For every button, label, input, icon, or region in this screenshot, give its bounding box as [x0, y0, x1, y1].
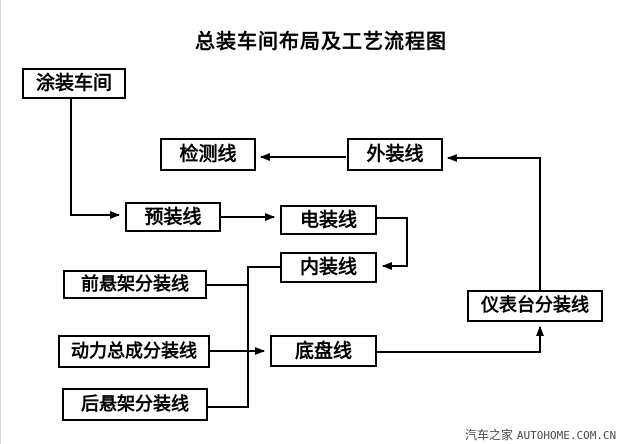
- node-label: 前悬架分装线: [81, 273, 189, 295]
- node-label: 内装线: [299, 256, 357, 278]
- node-inspection-line: 检测线: [160, 138, 256, 171]
- node-chassis-line: 底盘线: [270, 335, 377, 367]
- edge-electrical-to-interior: [377, 217, 408, 270]
- node-rear-suspension-line: 后悬架分装线: [62, 388, 208, 421]
- node-electrical-line: 电装线: [280, 205, 377, 235]
- watermark: 汽车之家 AUTOHOME.COM.CN: [465, 426, 616, 443]
- node-label: 检测线: [179, 143, 237, 165]
- node-powertrain-line: 动力总成分装线: [58, 335, 210, 368]
- node-interior-line: 内装线: [280, 252, 377, 283]
- node-paint-shop: 涂装车间: [22, 68, 126, 99]
- edge-chassis-to-instrument: [377, 326, 544, 353]
- node-label: 仪表台分装线: [481, 295, 589, 316]
- edge-bus-interior-rear: [208, 266, 281, 408]
- node-label: 后悬架分装线: [81, 393, 189, 415]
- node-label: 预装线: [144, 205, 202, 228]
- node-preassembly-line: 预装线: [125, 202, 221, 232]
- node-label: 底盘线: [294, 339, 352, 362]
- left-edge-artifact: [0, 0, 1, 444]
- diagram-title: 总装车间布局及工艺流程图: [195, 29, 447, 53]
- node-label: 涂装车间: [35, 72, 112, 94]
- watermark-site-name: 汽车之家: [465, 428, 514, 442]
- node-label: 外装线: [366, 143, 424, 165]
- node-front-suspension-line: 前悬架分装线: [63, 270, 207, 299]
- edge-instrument-to-exterior: [447, 154, 541, 290]
- watermark-site-url: AUTOHOME.COM.CN: [516, 429, 617, 442]
- node-exterior-line: 外装线: [347, 138, 443, 171]
- node-label: 电装线: [299, 208, 357, 231]
- edge-paint-to-preassembly: [70, 99, 120, 219]
- node-instrument-panel-line: 仪表台分装线: [467, 290, 603, 322]
- node-label: 动力总成分装线: [71, 340, 197, 362]
